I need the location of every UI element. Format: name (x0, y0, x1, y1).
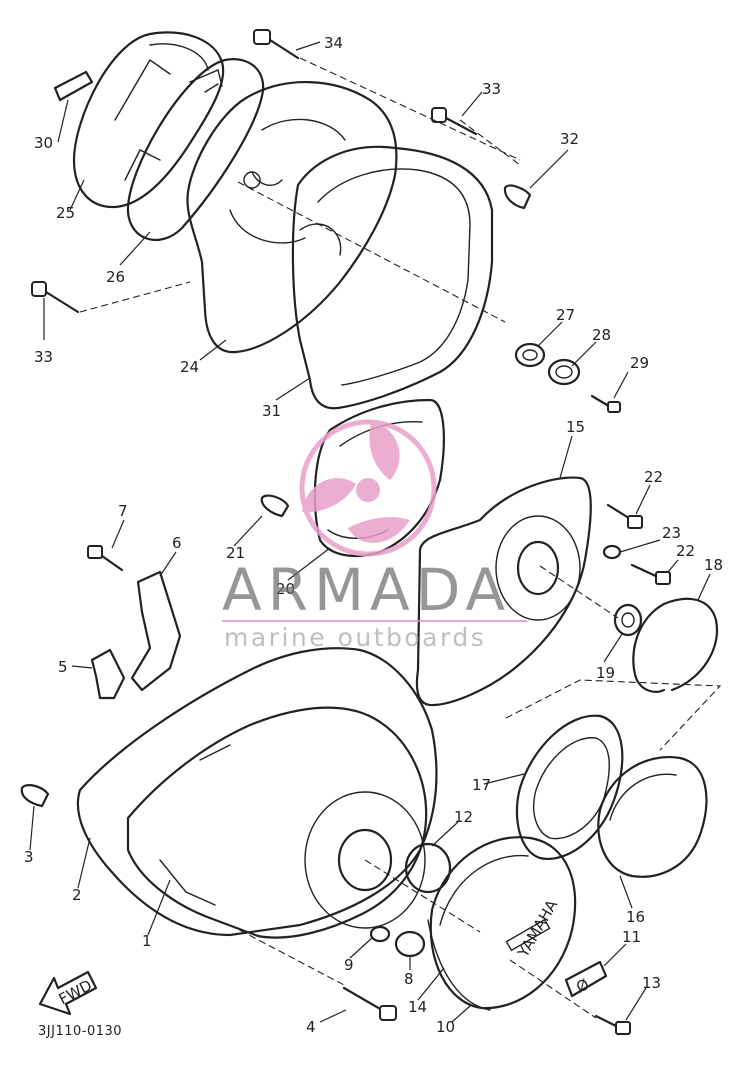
callout-number: 9 (344, 956, 354, 974)
part-16-cover (597, 755, 708, 878)
callout-number: 22 (676, 542, 695, 560)
callout-number: 7 (118, 502, 128, 520)
callout-number: 18 (704, 556, 723, 574)
part-3-dowel (20, 784, 50, 808)
callout-number: 17 (472, 776, 491, 794)
part-26-gasket (126, 58, 265, 242)
callout-number: 19 (596, 664, 615, 682)
part-12-oring (404, 842, 452, 894)
callout-number: 4 (306, 1018, 316, 1036)
callout-number: 33 (34, 348, 53, 366)
callout-number: 11 (622, 928, 641, 946)
callout-number: 26 (106, 268, 125, 286)
watermark-brand: ARMADA (222, 556, 512, 624)
callout-number: 22 (644, 468, 663, 486)
callout-number: 12 (454, 808, 473, 826)
callout-number: 20 (276, 580, 295, 598)
part-24-crankcase-cover (186, 81, 398, 354)
part-28-seal (547, 358, 581, 386)
callout-number: 25 (56, 204, 75, 222)
alignment-line (299, 57, 521, 161)
part-33-bolt-left (31, 281, 80, 314)
part-1-crankcase-cover (126, 706, 428, 939)
callout-number: 1 (142, 932, 152, 950)
alignment-line (509, 959, 597, 1019)
watermark-logo-icon (299, 419, 437, 557)
alignment-line (505, 679, 722, 751)
part-14-gasket-ring (427, 919, 491, 1011)
callout-number: 32 (560, 130, 579, 148)
part-29-screw (590, 394, 621, 413)
callout-number: 27 (556, 306, 575, 324)
part-32-dowel (503, 184, 532, 210)
part-2-gasket (76, 647, 438, 937)
part-15-crankcase-cover (415, 476, 592, 707)
callout-number: 24 (180, 358, 199, 376)
leader-lines (29, 41, 711, 1023)
part-13-screw (594, 1014, 631, 1035)
alignment-line (459, 119, 521, 166)
cover-brand-text: YAMAHA (514, 896, 562, 961)
part-19-washer (613, 603, 643, 637)
part-4-bolt (342, 986, 397, 1021)
part-23-oring (602, 544, 622, 560)
part-22-bolt-lower (630, 563, 671, 585)
part-10-cover (429, 836, 577, 1010)
alignment-line (79, 281, 191, 313)
part-30-label (53, 70, 94, 102)
part-17-ring (515, 714, 624, 861)
part-34-bolt (253, 29, 300, 60)
callout-number: 34 (324, 34, 343, 52)
forward-arrow-icon: FWD (38, 970, 98, 1016)
part-5-bracket (90, 648, 126, 700)
part-21-dowel (260, 494, 290, 518)
callout-number: 10 (436, 1018, 455, 1036)
watermark-tagline: marine outboards (224, 623, 487, 652)
callout-number: 15 (566, 418, 585, 436)
alignment-line (237, 181, 506, 323)
part-11-plate (564, 960, 608, 998)
drawing-code: 3JJ110-0130 (38, 1024, 123, 1039)
part-9-oring (369, 925, 391, 943)
part-8-plug (394, 930, 426, 958)
callout-number: 13 (642, 974, 661, 992)
part-7-screw (87, 545, 124, 572)
part-27-collar (514, 342, 546, 368)
callout-number: 2 (72, 886, 82, 904)
part-6-bracket (130, 570, 182, 692)
fwd-label: FWD (56, 976, 95, 1008)
callout-number: 21 (226, 544, 245, 562)
callout-number: 29 (630, 354, 649, 372)
callout-number: 30 (34, 134, 53, 152)
part-18-circlip (632, 597, 719, 693)
part-33-bolt-upper (431, 107, 478, 136)
callout-number: 28 (592, 326, 611, 344)
callout-number: 16 (626, 908, 645, 926)
callout-number: 23 (662, 524, 681, 542)
part-22-bolt-upper (606, 503, 643, 529)
alignment-line (229, 924, 347, 987)
alignment-line (539, 565, 619, 619)
callout-number: 5 (58, 658, 68, 676)
part-31-gasket (291, 145, 494, 410)
alignment-line (364, 859, 481, 933)
callout-number: 14 (408, 998, 427, 1016)
part-25-cover-plate (72, 31, 225, 209)
callout-number: 3 (24, 848, 34, 866)
callout-number: 8 (404, 970, 414, 988)
watermark-divider (222, 620, 527, 622)
callout-number: 6 (172, 534, 182, 552)
callout-number: 31 (262, 402, 281, 420)
callout-number: 33 (482, 80, 501, 98)
